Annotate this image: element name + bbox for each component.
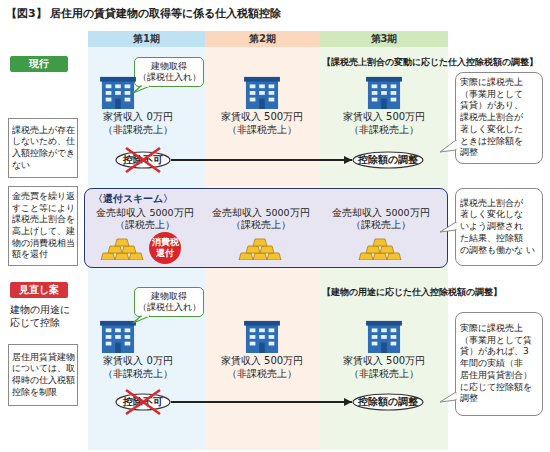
building-icon bbox=[366, 321, 402, 353]
node-text: 控除不可 bbox=[123, 396, 163, 409]
sale-label: 金売却収入 5000万円 （課税売上） bbox=[95, 207, 195, 232]
callout-tail bbox=[133, 316, 150, 323]
section-subheading: 【建物の用途に応じた仕入控除税額の調整】 bbox=[322, 287, 548, 299]
building-icon bbox=[244, 77, 280, 109]
speech-tail bbox=[440, 140, 456, 152]
building-icon bbox=[244, 321, 280, 353]
status-oval: 控除額の調整 bbox=[352, 393, 424, 411]
speech-note: 実際に課税売上 （事業用として 賃貸）があり、 課税売上割合が 著しく変化した … bbox=[455, 72, 543, 164]
section-tag: 見直し案 bbox=[10, 282, 68, 298]
status-oval: 控除不可 bbox=[115, 151, 171, 169]
oval-shape bbox=[116, 394, 170, 410]
section-subheading: 【課税売上割合の変動に応じた仕入控除税額の調整】 bbox=[322, 57, 548, 69]
arrow-connector bbox=[171, 398, 352, 406]
income-label: 家賃収入 500万円 （非課税売上） bbox=[341, 355, 427, 380]
node-text: 控除額の調整 bbox=[358, 396, 418, 409]
building-icon bbox=[366, 77, 402, 109]
section-tag: 現行 bbox=[10, 56, 68, 72]
sale-label: 金売却収入 5000万円 （課税売上） bbox=[211, 207, 311, 232]
income-label: 家賃収入 500万円 （非課税売上） bbox=[219, 355, 305, 380]
income-label: 家賃収入 0万円 （非課税売上） bbox=[95, 355, 181, 380]
node-text: 金売買を繰り返 すこと等により 課税売上割合を 高上げして、建 物の消費税相当 … bbox=[12, 191, 75, 261]
connector-line bbox=[171, 159, 352, 161]
income-label: 家賃収入 0万円 （非課税売上） bbox=[95, 111, 181, 136]
note-box: 金売買を繰り返 すこと等により 課税売上割合を 高上げして、建 物の消費税相当 … bbox=[8, 186, 78, 266]
period-header: 第3期 bbox=[320, 31, 448, 47]
node-text: 見直し案 bbox=[19, 283, 59, 297]
scheme-title: 〈還付スキーム〉 bbox=[93, 193, 173, 206]
node-text: 居住用賃貸建物 については、取 得時の仕入税額 控除を制限 bbox=[12, 352, 75, 399]
node-text: 建物取得 （課税仕入れ） bbox=[135, 291, 203, 312]
period-header: 第2期 bbox=[205, 31, 320, 47]
callout-tail bbox=[133, 86, 150, 93]
node-text: 控除額の調整 bbox=[358, 154, 418, 167]
note-box: 居住用賃貸建物 については、取 得時の仕入税額 控除を制限 bbox=[8, 344, 78, 406]
node-text: 建物取得 （課税仕入れ） bbox=[135, 61, 203, 82]
income-label: 家賃収入 500万円 （非課税売上） bbox=[341, 111, 427, 136]
status-oval: 控除不可 bbox=[115, 393, 171, 411]
period-header: 第1期 bbox=[88, 31, 205, 47]
sale-label: 金売却収入 5000万円 （課税売上） bbox=[331, 207, 431, 232]
note-box: 課税売上が存在 しないため、仕 入額控除ができ ない bbox=[8, 118, 78, 178]
callout-box: 建物取得 （課税仕入れ） bbox=[134, 57, 204, 87]
node-text: 消費税 還付 bbox=[148, 237, 182, 259]
node-text: 実際に課税売上 （事業用として賃 貸）があれば、3 年間の実績（非 居住用賃貸割… bbox=[460, 323, 538, 405]
speech-note: 課税売上割合が 著しく変化しな いよう調整され た結果、控除額 の調整も働かな … bbox=[455, 188, 543, 266]
node-text: 課税売上が存在 しないため、仕 入額控除ができ ない bbox=[12, 125, 75, 172]
node-text: 課税売上割合が 著しく変化しな いよう調整され た結果、控除額 の調整も働かな … bbox=[460, 198, 538, 256]
status-oval: 控除額の調整 bbox=[352, 151, 424, 169]
building-icon bbox=[100, 321, 136, 353]
refund-circle: 消費税 還付 bbox=[148, 231, 182, 265]
building-icon bbox=[100, 77, 136, 109]
node-text: 第1期 bbox=[133, 32, 160, 46]
connector-line bbox=[171, 401, 352, 403]
oval-shape bbox=[116, 152, 170, 168]
oval-shape bbox=[353, 394, 423, 410]
speech-tail bbox=[440, 392, 456, 402]
figure-title: 【図3】 居住用の賃貸建物の取得等に係る仕入税額控除 bbox=[6, 6, 281, 21]
node-text: 実際に課税売上 （事業用として 賃貸）があり、 課税売上割合が 著しく変化した … bbox=[460, 77, 538, 159]
node-text: 第3期 bbox=[371, 32, 398, 46]
node-text: 第2期 bbox=[249, 32, 276, 46]
node-text: 控除不可 bbox=[123, 154, 163, 167]
arrow-head bbox=[344, 156, 352, 164]
arrow-head bbox=[344, 398, 352, 406]
node-text: 現行 bbox=[29, 57, 49, 71]
scheme-box: 〈還付スキーム〉金売却収入 5000万円 （課税売上）金売却収入 5000万円 … bbox=[84, 188, 448, 268]
income-label: 家賃収入 500万円 （非課税売上） bbox=[219, 111, 305, 136]
oval-shape bbox=[353, 152, 423, 168]
side-note: 建物の用途に 応じて控除 bbox=[10, 303, 78, 329]
arrow-connector bbox=[171, 156, 352, 164]
callout-box: 建物取得 （課税仕入れ） bbox=[134, 287, 204, 317]
oval-shape bbox=[149, 232, 181, 264]
speech-note: 実際に課税売上 （事業用として賃 貸）があれば、3 年間の実績（非 居住用賃貸割… bbox=[455, 312, 543, 416]
